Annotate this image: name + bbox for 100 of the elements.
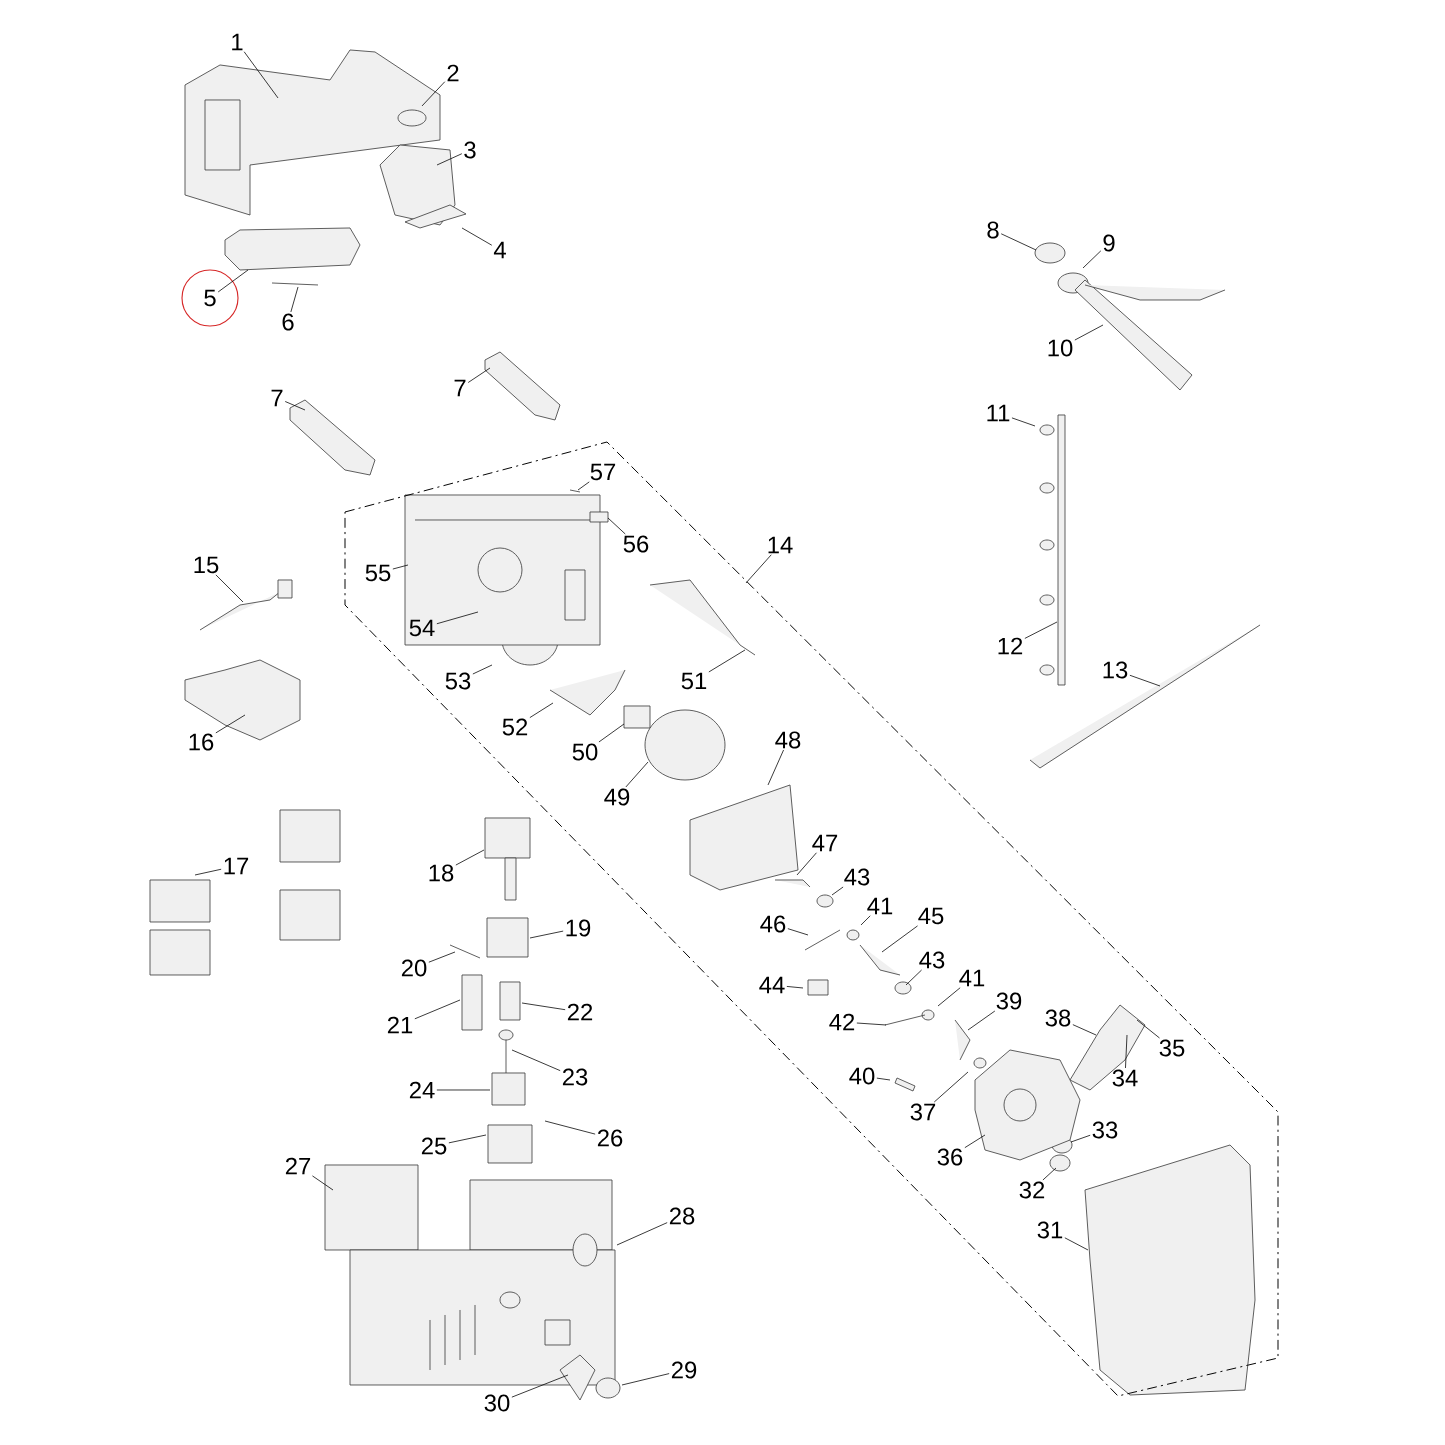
callout-number: 36	[937, 1148, 963, 1166]
leader-line	[967, 1010, 996, 1031]
leader-line	[290, 286, 299, 313]
callout-number: 25	[421, 1137, 447, 1155]
leader-line	[876, 1077, 891, 1081]
callout-number: 3	[464, 141, 476, 159]
callout-number: 8	[987, 221, 999, 239]
leader-line	[856, 1022, 887, 1026]
callout-number: 43	[919, 951, 945, 969]
callout-number: 24	[409, 1081, 435, 1099]
callout-number: 33	[1092, 1121, 1118, 1139]
callout-number: 26	[597, 1129, 623, 1147]
leader-line	[1136, 1019, 1160, 1039]
callout-number: 23	[562, 1068, 588, 1086]
leader-line	[1072, 1024, 1097, 1036]
callout-number: 16	[189, 733, 214, 751]
callout-number: 12	[998, 637, 1023, 655]
leader-line	[284, 401, 306, 411]
callout-number: 13	[1103, 661, 1128, 679]
leader-line	[421, 81, 446, 107]
leader-line	[621, 1373, 670, 1386]
callout-number: 34	[1112, 1069, 1138, 1087]
leader-line	[767, 749, 784, 786]
leader-line	[243, 51, 279, 99]
callout-number: 19	[566, 919, 591, 937]
leader-line	[1129, 674, 1161, 687]
callout-number: 44	[759, 976, 785, 994]
callout-number: 21	[387, 1016, 413, 1034]
callout-number: 20	[401, 959, 427, 977]
leader-line	[831, 886, 844, 896]
leader-line	[312, 1175, 334, 1191]
callout-number: 53	[445, 672, 471, 690]
leader-line	[511, 1049, 561, 1072]
callout-number: 37	[910, 1103, 936, 1121]
callout-number: 54	[409, 619, 435, 637]
callout-number: 48	[775, 731, 801, 749]
callout-number: 29	[671, 1361, 697, 1379]
leader-line	[455, 849, 485, 866]
callout-number: 28	[669, 1207, 695, 1225]
callout-number: 22	[567, 1003, 593, 1021]
leader-line	[436, 611, 479, 625]
callout-number: 11	[987, 404, 1010, 422]
callout-number: 47	[812, 834, 838, 852]
callout-number: 41	[959, 969, 985, 987]
callout-number: 6	[282, 313, 294, 331]
leader-line	[708, 649, 746, 673]
callout-number: 31	[1037, 1221, 1063, 1239]
callout-number: 10	[1048, 339, 1073, 357]
leader-line	[1042, 1167, 1057, 1181]
callout-number: 42	[829, 1013, 855, 1031]
leader-line	[1074, 324, 1104, 341]
leader-line	[194, 868, 222, 876]
callout-number: 27	[285, 1157, 311, 1175]
callout-number: 38	[1045, 1009, 1071, 1027]
leader-line	[1082, 250, 1102, 269]
leader-line	[428, 951, 456, 963]
leader-line	[448, 1134, 487, 1144]
callout-number: 17	[224, 857, 249, 875]
callout-number: 15	[194, 556, 219, 574]
leader-line	[414, 999, 461, 1020]
leader-line	[392, 564, 409, 570]
leader-line	[577, 481, 590, 491]
leader-line	[786, 986, 804, 989]
callout-number: 18	[429, 864, 454, 882]
callout-number: 2	[447, 64, 459, 82]
leader-line	[796, 852, 817, 876]
leader-line	[461, 227, 493, 246]
leader-line	[521, 1002, 566, 1011]
leader-line	[217, 269, 249, 293]
callout-number: 51	[681, 672, 707, 690]
callout-number: 41	[867, 897, 893, 915]
leader-line	[529, 930, 564, 939]
callout-number: 14	[768, 536, 793, 554]
leader-line	[215, 574, 244, 603]
leader-line	[905, 969, 922, 986]
callout-number: 7	[454, 379, 466, 397]
callout-number: 56	[623, 535, 649, 553]
leader-line	[964, 1134, 986, 1149]
leader-line	[511, 1374, 569, 1398]
leader-line	[215, 714, 246, 734]
leader-line	[436, 1089, 491, 1091]
callout-number: 50	[572, 743, 598, 761]
callout-number: 40	[849, 1067, 875, 1085]
leader-line	[472, 664, 493, 675]
callout-number: 32	[1019, 1181, 1045, 1199]
leader-line	[787, 928, 809, 936]
leader-line	[1024, 621, 1058, 639]
leader-line	[1125, 1034, 1128, 1069]
leader-line	[529, 702, 554, 718]
callout-number: 45	[918, 907, 944, 925]
callout-number: 30	[484, 1394, 510, 1412]
callout-number: 1	[232, 33, 243, 51]
callout-number: 39	[996, 992, 1022, 1010]
leader-line	[467, 367, 491, 383]
leader-line	[598, 723, 625, 743]
leader-line	[745, 554, 772, 584]
callout-number: 7	[271, 389, 283, 407]
callout-number: 35	[1159, 1039, 1185, 1057]
leader-line	[1070, 1134, 1091, 1143]
leader-line	[544, 1120, 596, 1135]
